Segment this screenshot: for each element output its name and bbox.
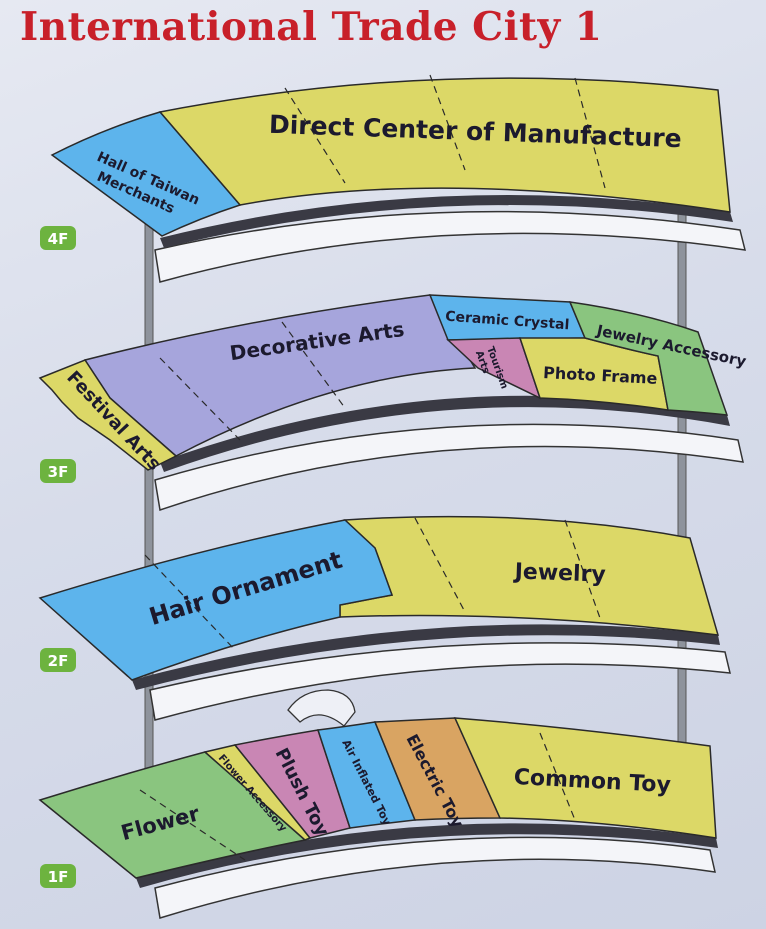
divider (139, 789, 246, 861)
zone-hall-of-taiwan-merchants[interactable] (50, 111, 242, 237)
zone-jewelry-accessory[interactable] (568, 301, 729, 416)
badge-bg (40, 864, 76, 888)
badge-label: 1F (48, 868, 69, 886)
divider (539, 732, 576, 821)
divider (284, 87, 346, 184)
entrance-outline (287, 689, 356, 727)
floor-1f-shadow (136, 823, 718, 888)
badge-label: 4F (48, 230, 69, 248)
badge-bg (40, 226, 76, 250)
floor-3f: Festival Arts Decorative Arts Ceramic Cr… (38, 294, 748, 511)
floor-2f-shadow (132, 624, 720, 690)
floor-4f-underside (154, 210, 746, 283)
zone-festival-arts[interactable] (38, 359, 178, 471)
badge-label: 3F (48, 463, 69, 481)
divider (429, 74, 466, 171)
zone-decorative-arts[interactable] (83, 294, 477, 457)
floor-1f-underside (154, 836, 716, 919)
divider (414, 517, 466, 613)
floor-2f-underside (149, 642, 731, 721)
floor-3f-shadow (160, 395, 730, 472)
floor-1f: Flower Flower Accessory Plush Toy Air In… (38, 689, 718, 919)
divider (564, 519, 601, 619)
badge-bg (40, 648, 76, 672)
floor-badge-1f[interactable]: 1F (40, 864, 76, 888)
label-jewelry: Jewelry (512, 559, 606, 587)
floor-3f-underside (154, 423, 744, 511)
floor-4f: Hall of Taiwan Merchants Direct Center o… (50, 74, 746, 283)
divider (144, 554, 236, 651)
pole-right (677, 199, 687, 781)
floor-badge-3f[interactable]: 3F (40, 459, 76, 483)
page-title: International Trade City 1 (20, 4, 603, 50)
badge-bg (40, 459, 76, 483)
floor-badge-2f[interactable]: 2F (40, 648, 76, 672)
floor-2f: Hair Ornament Jewelry (38, 515, 731, 721)
zone-common-toy[interactable] (453, 717, 717, 839)
zone-direct-center-of-manufacture[interactable] (158, 77, 731, 213)
zone-hair-ornament[interactable] (38, 519, 394, 681)
divider (281, 321, 346, 409)
zone-jewelry[interactable] (339, 515, 720, 636)
floor-4f-shadow (160, 195, 733, 248)
floor-badge-4f[interactable]: 4F (40, 226, 76, 250)
floor-badges: 4F 3F 2F 1F (40, 226, 76, 888)
badge-label: 2F (48, 652, 69, 670)
